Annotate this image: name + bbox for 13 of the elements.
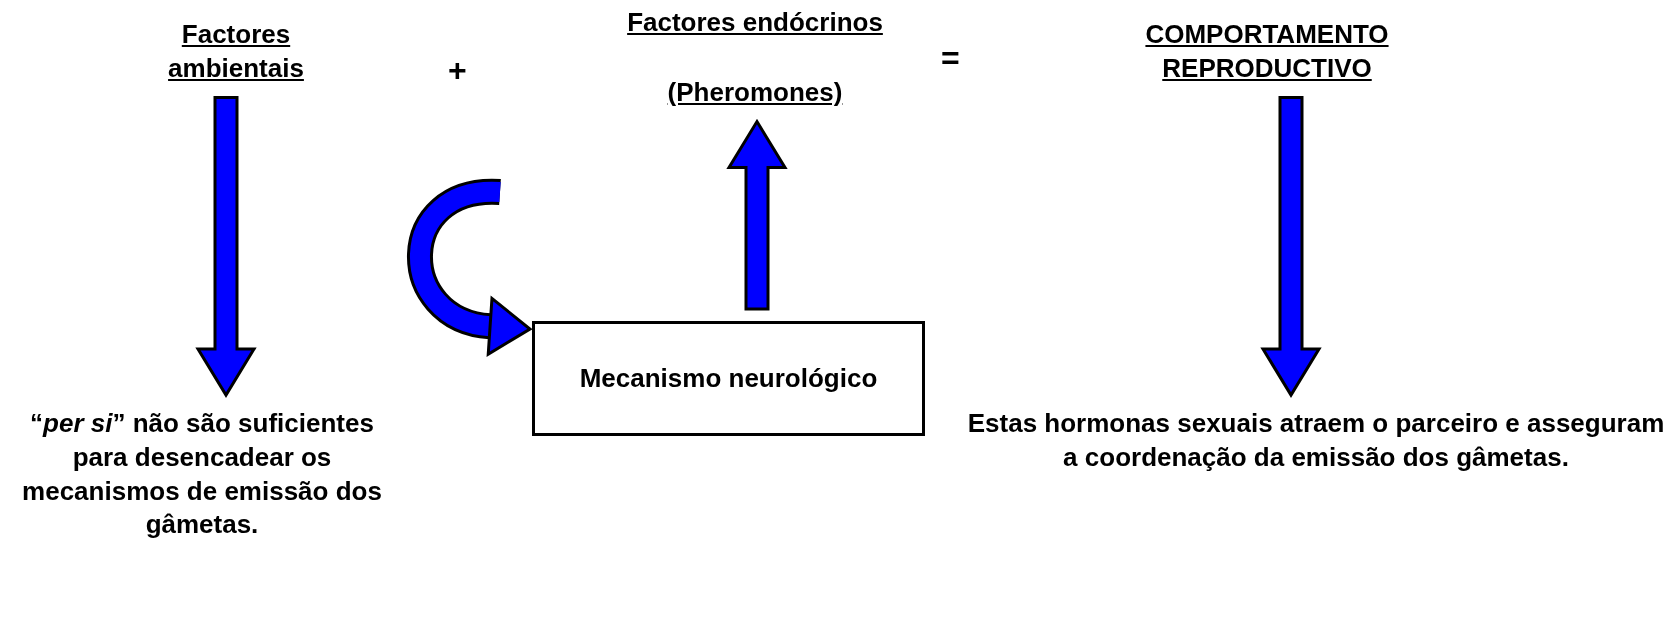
block-arrow	[195, 96, 257, 398]
operator-sign: =	[941, 40, 960, 77]
description-text: Estas hormonas sexuais atraem o parceiro e asseguram a coordenação da emissão dos gâmetas.	[966, 407, 1666, 474]
operator-sign: +	[448, 52, 467, 89]
block-arrow	[726, 118, 788, 311]
heading: (Pheromones)	[666, 75, 844, 109]
block-arrow	[1260, 96, 1322, 398]
heading: Factores endócrinos	[626, 6, 884, 39]
process-box: Mecanismo neurológico	[532, 321, 925, 436]
curved-arrow	[407, 179, 533, 358]
heading: Factores ambientais	[167, 18, 305, 85]
description-text: “per si” não são suficientes para desencadear os mecanismos de emissão dos gâmetas.	[21, 407, 383, 542]
heading: COMPORTAMENTO REPRODUCTIVO	[1144, 18, 1390, 85]
